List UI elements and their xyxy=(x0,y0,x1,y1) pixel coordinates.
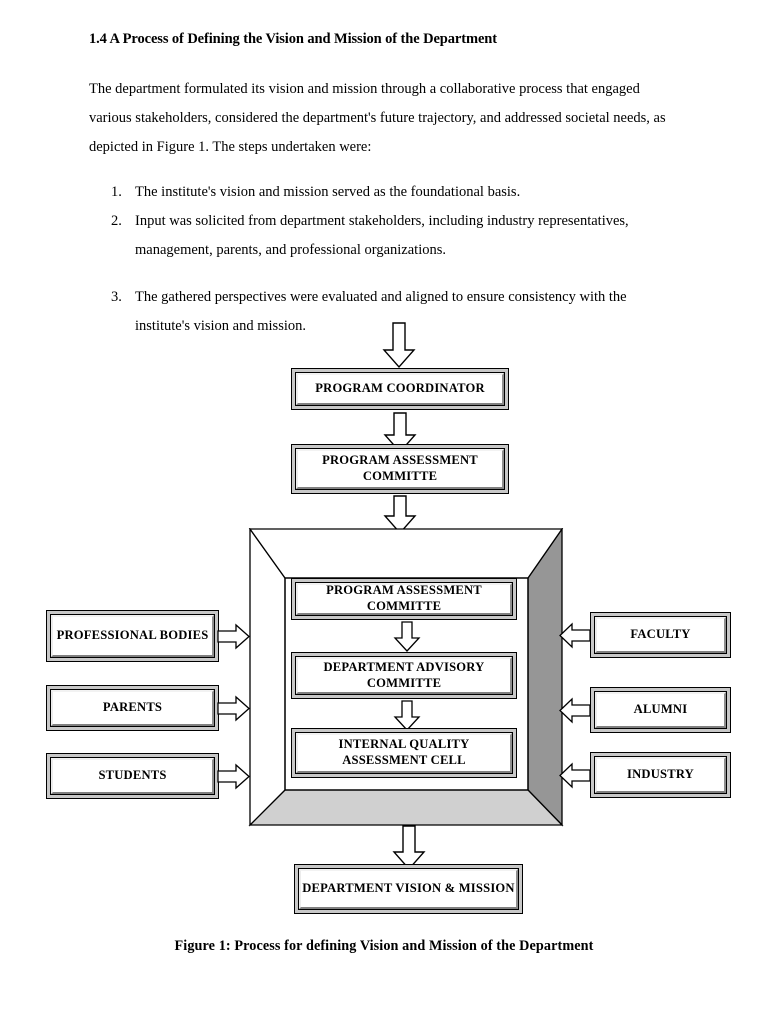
box-faculty[interactable]: FACULTY xyxy=(590,612,731,658)
arrow-advisory-to-iqac xyxy=(393,700,421,731)
arrow-assessment-to-advisory xyxy=(393,621,421,652)
box-department-advisory-committe[interactable]: DEPARTMENT ADVISORY COMMITTE xyxy=(291,652,517,699)
arrow-into-program-coordinator xyxy=(382,322,416,369)
box-label: PROGRAM COORDINATOR xyxy=(315,381,485,396)
box-professional-bodies[interactable]: PROFESSIONAL BODIES xyxy=(46,610,219,662)
box-bevel: FACULTY xyxy=(594,616,727,654)
steps-list: The institute's vision and mission serve… xyxy=(89,178,679,341)
arrow-faculty-to-container xyxy=(559,622,591,649)
box-label: ALUMNI xyxy=(633,702,688,717)
box-label: DEPARTMENT VISION & MISSION xyxy=(302,881,515,896)
box-label: STUDENTS xyxy=(98,768,167,783)
box-label: PROFESSIONAL BODIES xyxy=(56,628,209,643)
arrow-assessment-to-container xyxy=(383,495,417,535)
list-item: Input was solicited from department stak… xyxy=(111,207,629,258)
box-label: PROGRAM ASSESSMENT COMMITTE xyxy=(322,453,478,483)
box-industry[interactable]: INDUSTRY xyxy=(590,752,731,798)
box-alumni[interactable]: ALUMNI xyxy=(590,687,731,733)
arrow-parents-to-container xyxy=(217,695,250,722)
box-bevel: PROGRAM COORDINATOR xyxy=(295,372,505,406)
box-bevel: DEPARTMENT ADVISORY COMMITTE xyxy=(295,656,513,695)
box-bevel: DEPARTMENT VISION & MISSION xyxy=(298,868,519,910)
list-item: The gathered perspectives were evaluated… xyxy=(111,283,627,334)
box-bevel: INDUSTRY xyxy=(594,756,727,794)
arrow-students-to-container xyxy=(217,763,250,790)
box-bevel: INTERNAL QUALITY ASSESSMENT CELL xyxy=(295,732,513,774)
arrow-industry-to-container xyxy=(559,762,591,789)
section-heading: 1.4 A Process of Defining the Vision and… xyxy=(89,31,497,47)
arrow-alumni-to-container xyxy=(559,697,591,724)
box-bevel: PROFESSIONAL BODIES xyxy=(50,614,215,658)
box-label: INTERNAL QUALITY ASSESSMENT CELL xyxy=(338,737,470,767)
arrow-professional-bodies-to-container xyxy=(217,623,250,650)
box-label: PROGRAM ASSESSMENT COMMITTE xyxy=(326,583,482,613)
arrow-container-to-vision-mission xyxy=(392,825,426,871)
box-program-coordinator[interactable]: PROGRAM COORDINATOR xyxy=(291,368,509,410)
box-program-assessment-committe[interactable]: PROGRAM ASSESSMENT COMMITTE xyxy=(291,578,517,620)
figure-caption: Figure 1: Process for defining Vision an… xyxy=(174,938,594,954)
box-parents[interactable]: PARENTS xyxy=(46,685,219,731)
container-3d-frame xyxy=(248,528,564,827)
box-bevel: STUDENTS xyxy=(50,757,215,795)
box-internal-quality-assessment-cell[interactable]: INTERNAL QUALITY ASSESSMENT CELL xyxy=(291,728,517,778)
box-label: PARENTS xyxy=(102,700,163,715)
list-item: The institute's vision and mission serve… xyxy=(111,178,521,207)
figure-diagram: PROGRAM COORDINATOR PROGRAM ASSESSMENT C… xyxy=(0,318,768,968)
box-bevel: PARENTS xyxy=(50,689,215,727)
box-program-assessment-committe-top[interactable]: PROGRAM ASSESSMENT COMMITTE xyxy=(291,444,509,494)
box-department-vision-mission[interactable]: DEPARTMENT VISION & MISSION xyxy=(294,864,523,914)
arrow-coordinator-to-assessment xyxy=(383,412,417,454)
box-bevel: PROGRAM ASSESSMENT COMMITTE xyxy=(295,582,513,616)
box-bevel: ALUMNI xyxy=(594,691,727,729)
box-label: FACULTY xyxy=(630,627,691,642)
box-label: DEPARTMENT ADVISORY COMMITTE xyxy=(323,659,485,690)
box-students[interactable]: STUDENTS xyxy=(46,753,219,799)
box-bevel: PROGRAM ASSESSMENT COMMITTE xyxy=(295,448,505,490)
intro-paragraph: The department formulated its vision and… xyxy=(89,80,666,155)
text-block: 1.4 A Process of Defining the Vision and… xyxy=(89,30,679,341)
box-label: INDUSTRY xyxy=(627,767,694,782)
